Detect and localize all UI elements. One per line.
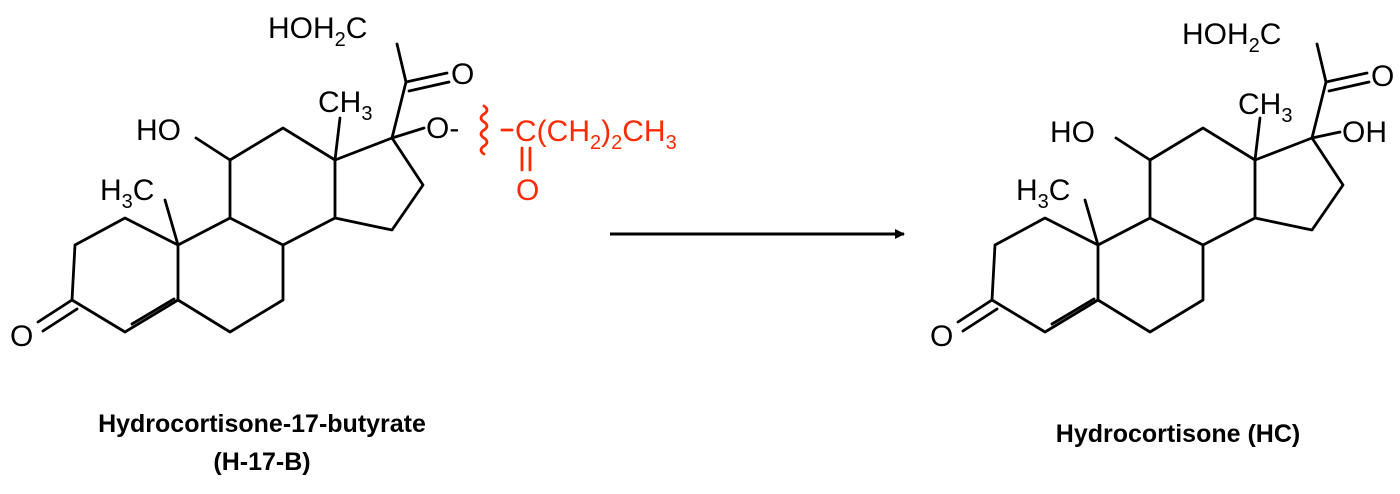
c21-bond: [1315, 42, 1328, 84]
ring-b-bonds: [176, 216, 285, 334]
hoh2c-label: HOH2C: [1182, 18, 1281, 57]
cleavage-wavy-line: [479, 104, 489, 156]
oh-label: OH: [1342, 116, 1387, 149]
ch3-bond-c18: [1253, 116, 1262, 162]
ho-label: HO: [1050, 116, 1095, 149]
oh-bond-c17: [1310, 130, 1342, 140]
ch3-label-left: H3C: [100, 174, 154, 213]
keto-double-bond: [1324, 71, 1371, 93]
enone-o-label: O: [10, 320, 33, 353]
ch3-label-top: CH3: [318, 86, 372, 125]
ch3-label-top: CH3: [1238, 88, 1292, 127]
ring-a-bonds: [70, 216, 180, 334]
product-name: Hydrocortisone (HC): [1056, 420, 1300, 448]
carbonyl-bond-a: [956, 298, 999, 333]
butyrate-label: C(CH2)2CH3: [515, 115, 677, 154]
product-structure: HOH2C O CH3 HO OH H3C O: [930, 18, 1394, 353]
ch3-bond-c19: [1083, 198, 1100, 247]
ring-c-bonds: [228, 126, 337, 247]
side-chain-bond: [390, 80, 408, 140]
reactant-abbrev: (H-17-B): [213, 448, 310, 476]
reactant-structure: HOH2C O CH3 HO H3C O- O C(CH2)2CH3 O: [10, 12, 677, 353]
enone-o-label: O: [930, 320, 953, 353]
keto-o-label: O: [451, 58, 474, 91]
ch3-bond-c19: [163, 198, 180, 247]
ring-a-bonds: [990, 216, 1100, 334]
enone-double-bond: [1050, 297, 1096, 326]
ch3-label-left: H3C: [1016, 174, 1070, 213]
keto-double-bond: [404, 71, 451, 93]
ring-d-bonds: [1253, 136, 1345, 232]
ho-label: HO: [136, 114, 181, 147]
ring-d-bonds: [333, 136, 425, 232]
ester-carbonyl-o-label: O: [516, 174, 539, 207]
side-chain-bond: [1310, 80, 1328, 140]
enone-double-bond: [130, 297, 176, 326]
c21-bond: [395, 42, 408, 84]
oh-bond-c11: [194, 136, 232, 162]
ch3-bond-c18: [333, 116, 342, 162]
carbonyl-bond-a: [36, 298, 79, 333]
reactant-name: Hydrocortisone-17-butyrate: [98, 410, 426, 438]
hoh2c-label: HOH2C: [268, 12, 367, 51]
keto-o-label: O: [1371, 60, 1394, 93]
oh-bond-c11: [1114, 136, 1152, 162]
ester-o-bond: [390, 126, 426, 140]
ester-o-label: O-: [426, 112, 459, 145]
ring-c-bonds: [1148, 126, 1257, 247]
ester-carbonyl-bond: [520, 146, 532, 172]
ring-b-bonds: [1096, 216, 1205, 334]
